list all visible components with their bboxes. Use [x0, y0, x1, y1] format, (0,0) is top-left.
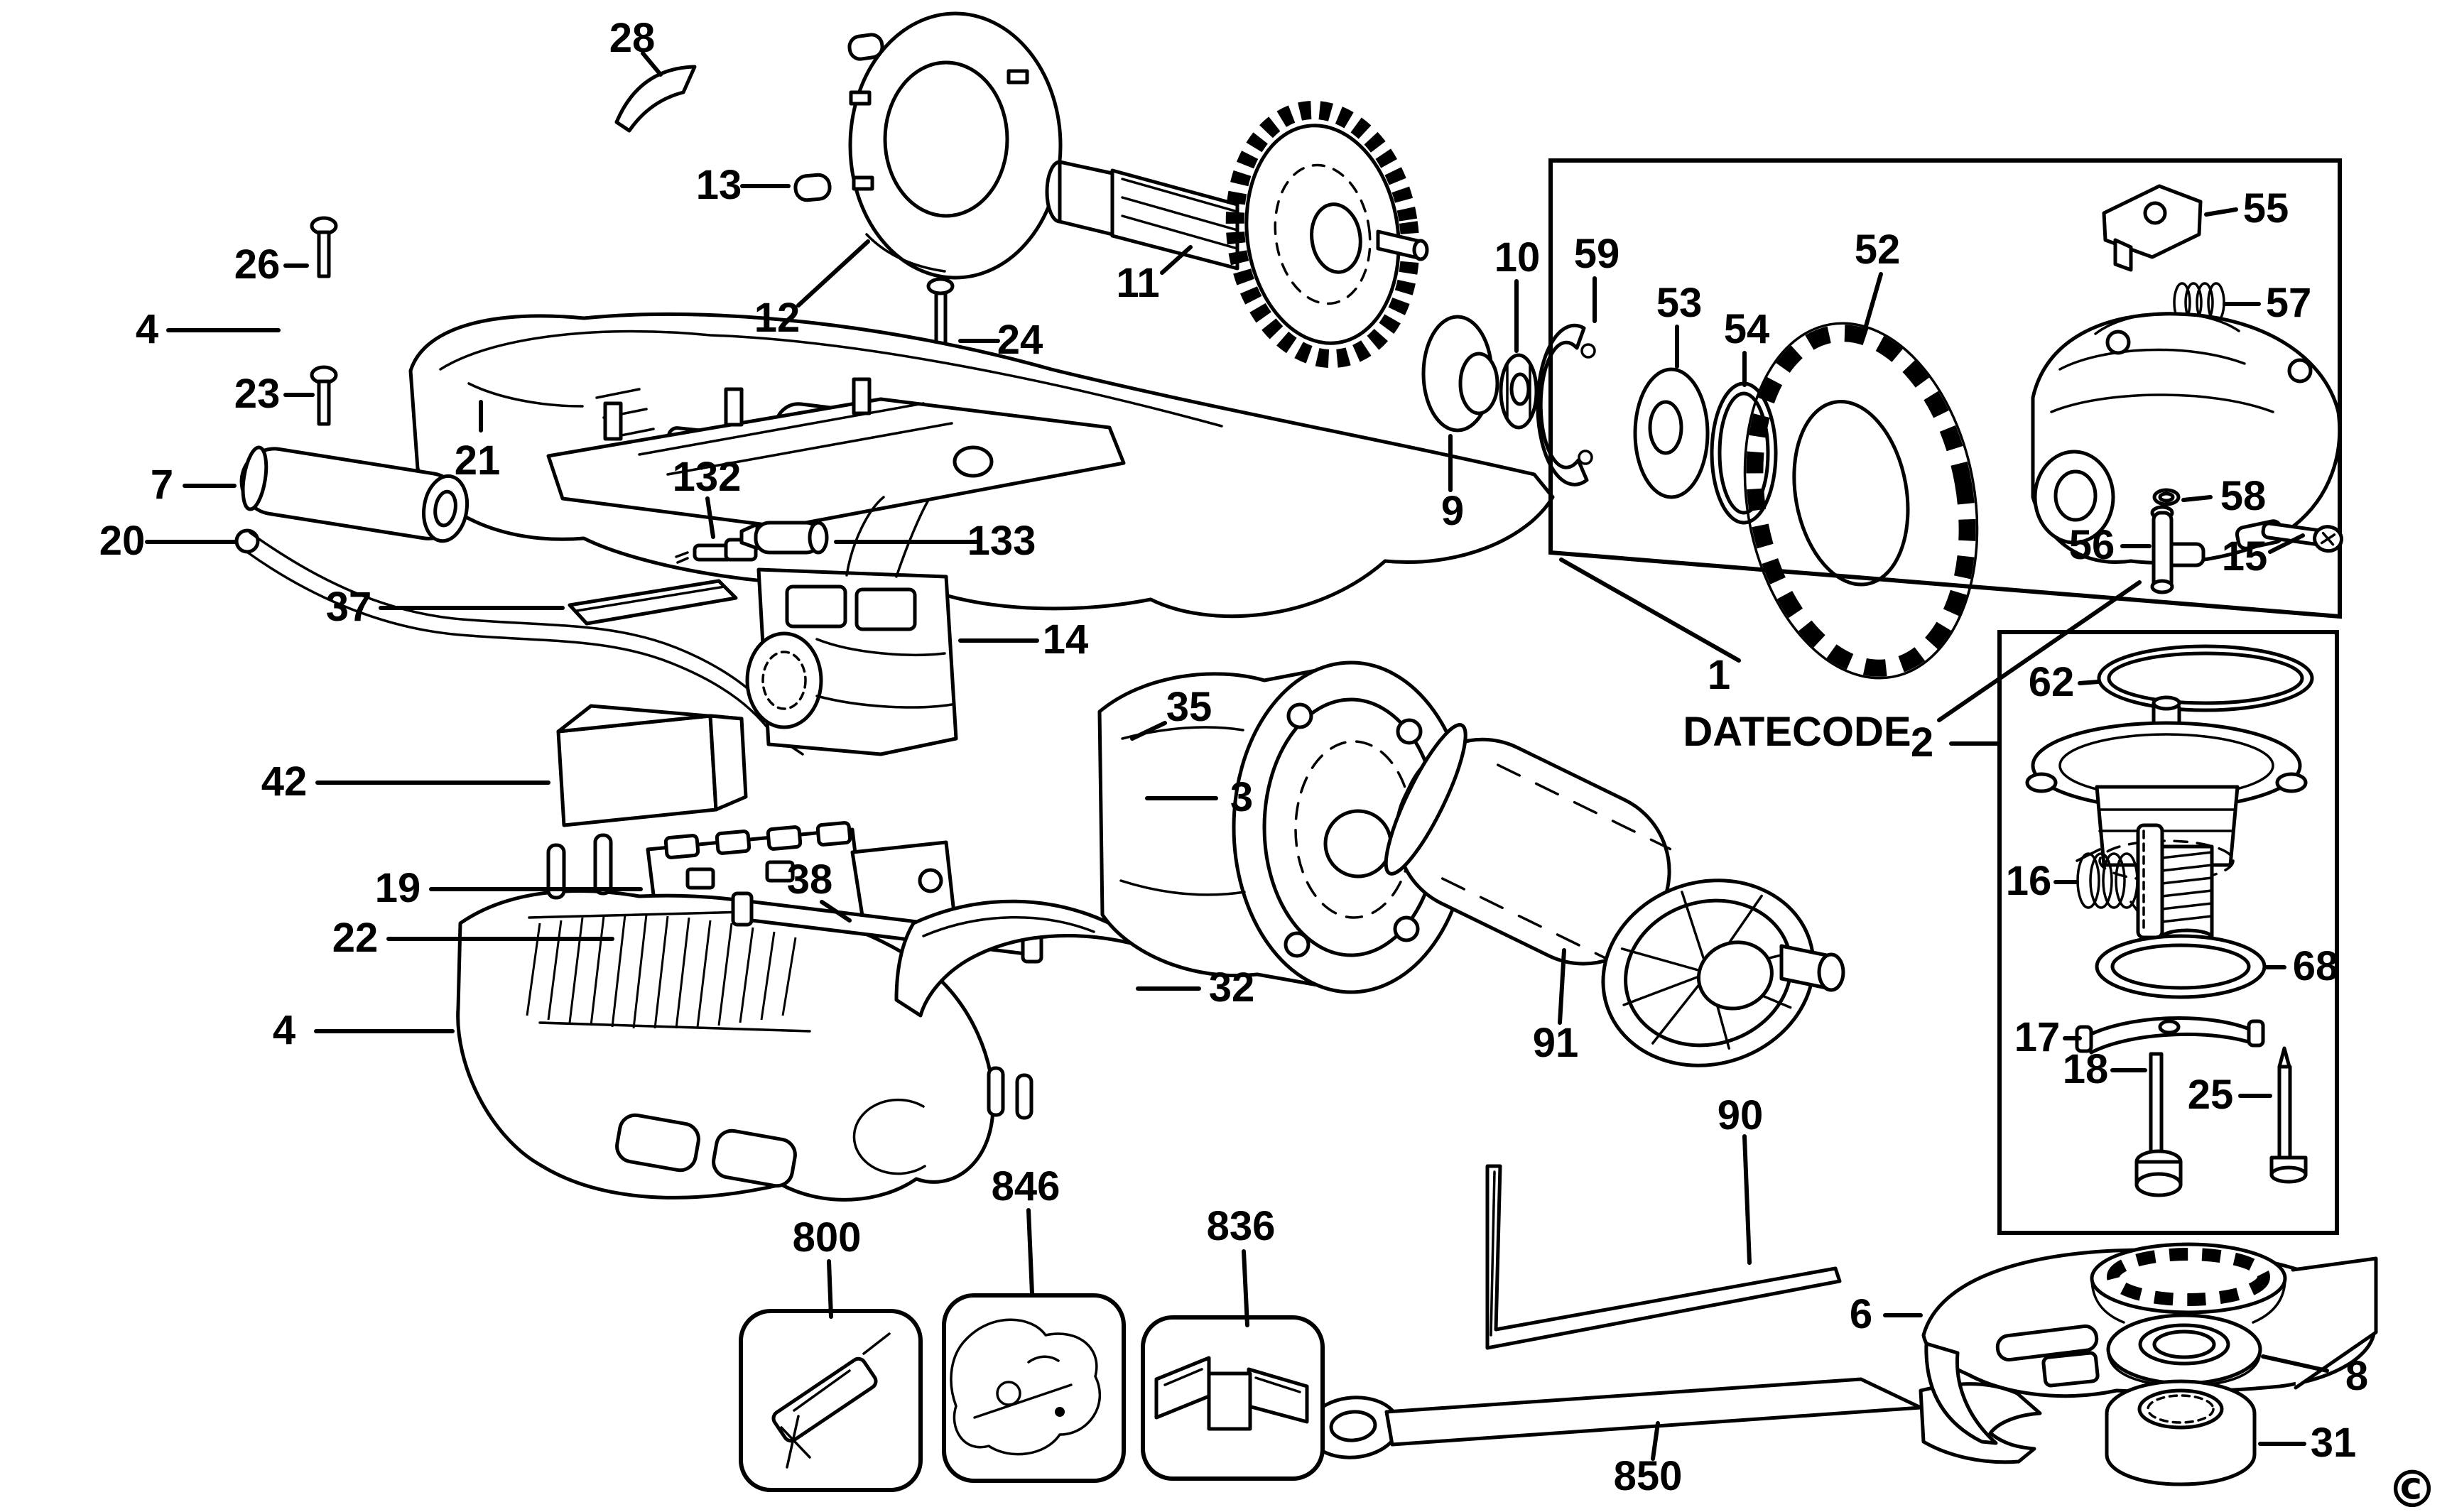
grease-kit-drawing — [739, 1309, 923, 1492]
wrench-drawing — [1306, 1377, 2042, 1464]
callout-62: 62 — [2029, 659, 2075, 705]
baffle-tray-drawing — [546, 377, 1126, 529]
spacer-ball-drawing — [1421, 315, 1499, 433]
callout-53: 53 — [1656, 280, 1703, 326]
callout-20: 20 — [99, 518, 146, 564]
toolbox-kit-drawing — [1141, 1315, 1325, 1481]
callout-68: 68 — [2293, 943, 2339, 989]
callout-1: 1 — [1708, 652, 1730, 698]
callout-16: 16 — [2006, 858, 2052, 904]
pin-drawing — [793, 33, 884, 202]
brush-box-drawing — [556, 704, 748, 827]
callout-28: 28 — [609, 15, 656, 61]
blade-fragment-drawing — [614, 65, 697, 133]
callout-54: 54 — [1724, 306, 1770, 352]
pin-56-drawing — [2150, 505, 2174, 594]
gearcase-drawing — [2031, 312, 2342, 567]
callout-2: 2 — [1911, 719, 1933, 766]
bearing-drawing — [1633, 367, 1710, 499]
callout-15: 15 — [2222, 533, 2268, 580]
spindle-kit-box — [1997, 630, 2339, 1235]
callout-18: 18 — [2063, 1046, 2109, 1092]
washer-17-drawing — [2075, 1016, 2265, 1055]
oring-58-drawing — [2152, 488, 2181, 506]
motor-housing-drawing — [1097, 660, 1470, 994]
callout-32: 32 — [1209, 964, 1255, 1011]
callout-52: 52 — [1855, 227, 1901, 273]
callout-19: 19 — [375, 865, 421, 911]
callout-58: 58 — [2220, 473, 2267, 519]
callout-836: 836 — [1207, 1203, 1276, 1249]
callout-22: 22 — [332, 915, 379, 961]
clamp-lever-drawing — [2102, 184, 2203, 272]
callout-14: 14 — [1043, 616, 1089, 663]
callout-133: 133 — [967, 518, 1036, 564]
guard-disc-drawing — [848, 11, 1063, 280]
pin-25-drawing — [2269, 1046, 2308, 1184]
copyright-mark: © — [2387, 1459, 2438, 1512]
callout-25: 25 — [2188, 1072, 2234, 1118]
callout-10: 10 — [1494, 234, 1541, 281]
brush-plate-drawing — [568, 579, 738, 626]
callout-37: 37 — [326, 584, 372, 630]
callout-38: 38 — [787, 856, 833, 903]
cord-protector-drawing — [239, 445, 470, 543]
callout-24: 24 — [997, 317, 1043, 363]
callout-132: 132 — [673, 454, 742, 500]
terminal-drawing — [675, 538, 758, 564]
callout-35: 35 — [1166, 684, 1212, 730]
callout-9: 9 — [1441, 488, 1464, 534]
screw-18-drawing — [2134, 1052, 2183, 1197]
leader-lines — [145, 51, 2329, 1461]
callout-17: 17 — [2014, 1014, 2061, 1060]
callout-datecode: DATECODE — [1683, 709, 1911, 755]
callout-59: 59 — [1574, 231, 1620, 277]
clamp-nut-drawing — [2105, 1379, 2257, 1486]
hex-key-drawing — [1485, 1164, 1842, 1350]
screw-15-drawing — [2261, 521, 2343, 553]
oring-54-drawing — [1710, 381, 1778, 525]
callout-31: 31 — [2311, 1420, 2357, 1466]
capacitor-drawing — [739, 521, 829, 555]
fan-baffle-drawing — [1743, 322, 1979, 680]
screw-26-drawing — [310, 216, 338, 278]
backing-flange-drawing — [2106, 1313, 2262, 1388]
callout-12: 12 — [754, 295, 801, 341]
callout-846: 846 — [992, 1163, 1060, 1209]
callout-90: 90 — [1718, 1092, 1764, 1138]
armature-drawing — [1045, 100, 1429, 369]
threaded-spindle-drawing — [2136, 823, 2214, 947]
callout-3: 3 — [1230, 774, 1253, 820]
callout-7: 7 — [151, 462, 173, 508]
callout-21: 21 — [455, 437, 501, 484]
oring-62-drawing — [2097, 644, 2314, 712]
cord-guard-drawing — [894, 899, 1139, 1018]
gearcase-kit-box — [1548, 158, 2342, 619]
nut-drawing — [1499, 353, 1539, 430]
callout-57: 57 — [2266, 280, 2312, 326]
callout-55: 55 — [2243, 185, 2289, 232]
callout-56: 56 — [2069, 522, 2115, 568]
callout-labels: 28 13 12 24 11 26 4 23 7 20 37 42 21 132… — [99, 15, 2438, 1512]
callout-4b: 4 — [273, 1007, 295, 1053]
callout-800: 800 — [793, 1214, 862, 1261]
callout-850: 850 — [1614, 1453, 1683, 1499]
callout-23: 23 — [234, 371, 281, 417]
label-kit-drawing — [942, 1293, 1126, 1483]
bottom-housing-drawing — [456, 833, 1033, 1202]
callout-91: 91 — [1533, 1020, 1579, 1066]
callout-42: 42 — [261, 758, 308, 805]
ring-68-drawing — [2095, 934, 2267, 999]
callout-8: 8 — [2345, 1353, 2368, 1399]
callout-13: 13 — [696, 162, 742, 208]
screw-23-drawing — [310, 365, 338, 426]
callout-26: 26 — [234, 241, 281, 288]
side-handle-drawing — [1384, 723, 1845, 1067]
callout-6: 6 — [1850, 1291, 1872, 1337]
retaining-ring-drawing — [1536, 323, 1596, 486]
callout-4a: 4 — [136, 306, 158, 352]
field-assembly-drawing — [745, 496, 958, 756]
callout-11: 11 — [1116, 260, 1159, 306]
